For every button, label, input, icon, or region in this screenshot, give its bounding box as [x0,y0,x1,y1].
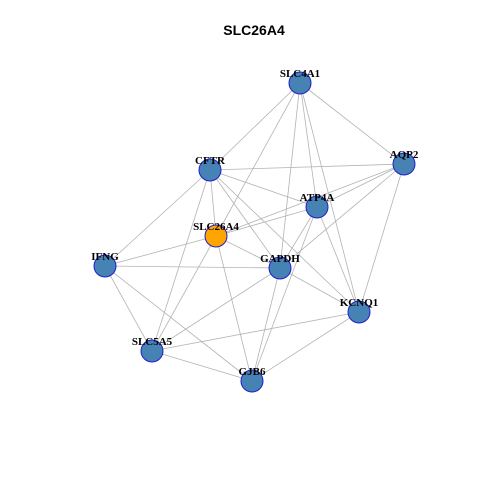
edge-atp4a-kcnq1 [316,206,360,313]
edge-slc26a4-slc5a5 [151,235,217,352]
edge-gapdh-gjb6 [251,267,281,382]
edge-layer [104,82,405,382]
node-slc4a1[interactable] [288,71,312,95]
node-label-slc26a4: SLC26A4 [193,221,239,233]
node-kcnq1[interactable] [347,300,371,324]
edge-slc4a1-kcnq1 [299,82,360,313]
node-label-aqp2: AQP2 [390,149,419,161]
node-label-cftr: CFTR [195,155,226,167]
edge-aqp2-kcnq1 [358,163,405,313]
node-layer [93,71,416,393]
node-slc5a5[interactable] [140,339,164,363]
edge-kcnq1-gjb6 [251,311,360,382]
edge-aqp2-cftr [209,163,405,171]
edge-cftr-gapdh [209,169,281,269]
node-label-gjb6: GJB6 [239,366,266,378]
edge-cftr-atp4a [209,169,318,208]
edge-ifng-gapdh [104,265,281,269]
node-slc26a4[interactable] [204,224,228,248]
node-label-kcnq1: KCNQ1 [340,297,379,309]
edge-slc26a4-gjb6 [215,235,253,382]
edge-slc4a1-cftr [209,82,301,171]
edge-cftr-ifng [104,169,211,267]
edge-atp4a-gapdh [279,206,318,269]
node-label-gapdh: GAPDH [260,253,300,265]
node-label-ifng: IFNG [91,251,119,263]
edge-slc4a1-gapdh [279,82,301,269]
edge-ifng-slc5a5 [104,265,153,352]
node-ifng[interactable] [93,254,117,278]
node-cftr[interactable] [198,158,222,182]
edge-slc5a5-gjb6 [151,350,253,382]
node-label-atp4a: ATP4A [300,192,335,204]
edge-cftr-kcnq1 [209,169,360,313]
edge-slc26a4-gapdh [215,235,281,269]
node-gapdh[interactable] [268,256,292,280]
edge-kcnq1-slc5a5 [151,311,360,352]
edge-slc4a1-aqp2 [299,82,405,165]
edge-cftr-slc5a5 [151,169,211,352]
edge-ifng-gjb6 [104,265,253,382]
edge-aqp2-atp4a [316,163,405,208]
edge-gapdh-kcnq1 [279,267,360,313]
edge-slc26a4-ifng [104,235,217,267]
node-aqp2[interactable] [392,152,416,176]
edge-atp4a-slc26a4 [215,206,318,237]
graph-title: SLC26A4 [223,22,285,38]
edge-slc4a1-atp4a [299,82,318,208]
edge-atp4a-gjb6 [251,206,318,382]
edge-slc4a1-slc26a4 [215,82,301,237]
edge-gapdh-slc5a5 [151,267,281,352]
node-gjb6[interactable] [240,369,264,393]
node-label-slc4a1: SLC4A1 [280,68,320,80]
node-label-slc5a5: SLC5A5 [132,336,173,348]
node-atp4a[interactable] [305,195,329,219]
